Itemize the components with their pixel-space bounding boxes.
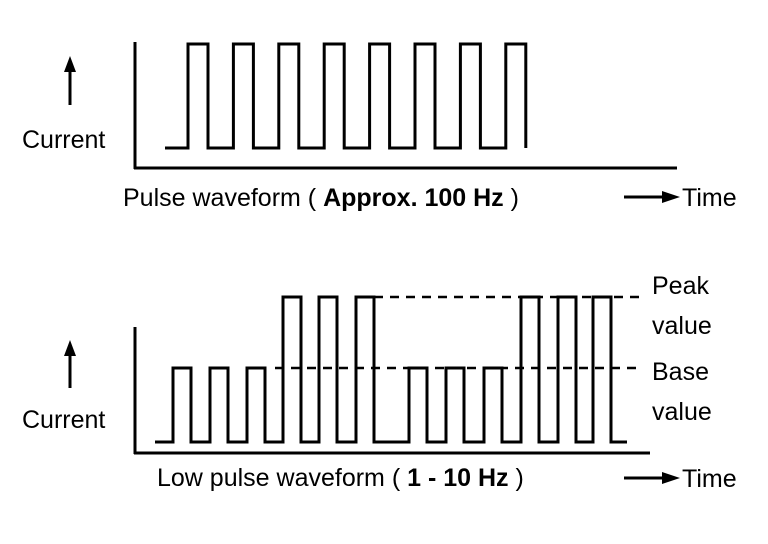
bottom-diagram: Current Peak value Base value Low pulse …	[22, 272, 737, 493]
peak-label-line2: value	[652, 312, 712, 340]
top-xlabel: Time	[682, 184, 737, 212]
base-label-line2: value	[652, 398, 712, 426]
low-pulse-waveform	[155, 295, 627, 444]
right-arrow-icon	[624, 472, 680, 484]
base-label-line1: Base	[652, 358, 709, 386]
bottom-xlabel: Time	[682, 465, 737, 493]
top-ylabel: Current	[22, 126, 105, 154]
peak-label-line1: Peak	[652, 272, 709, 300]
top-diagram: Current Pulse waveform ( Approx. 100 Hz …	[22, 42, 737, 212]
bottom-ylabel: Current	[22, 406, 105, 434]
up-arrow-icon	[64, 340, 76, 388]
up-arrow-icon	[64, 56, 76, 105]
top-pulse-waveform	[165, 42, 528, 150]
top-caption: Pulse waveform ( Approx. 100 Hz )	[123, 184, 519, 212]
bottom-caption: Low pulse waveform ( 1 - 10 Hz )	[157, 464, 524, 492]
right-arrow-icon	[624, 191, 680, 203]
